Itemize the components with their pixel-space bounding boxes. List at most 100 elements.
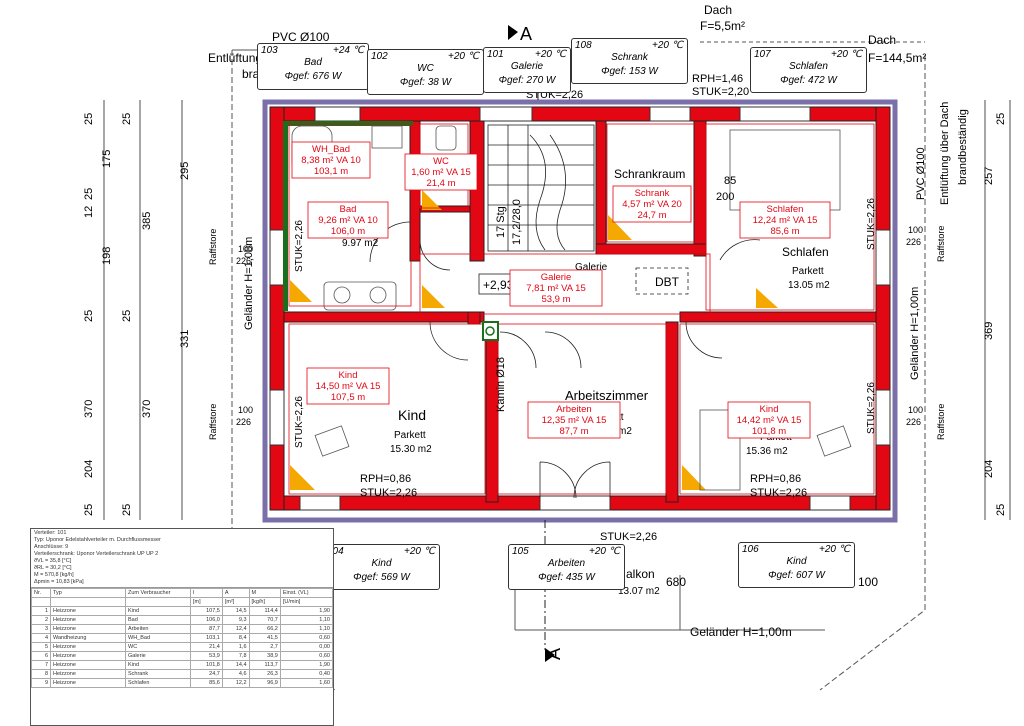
chimney-flue [485, 326, 495, 336]
section-marker-bottom: A [544, 648, 564, 660]
right-vent-1: Entlüftung über Dach [939, 102, 951, 205]
svg-text:25: 25 [83, 188, 95, 200]
dimension-lines [103, 100, 1011, 520]
annotation-l2: 24,7 m [637, 210, 666, 221]
svg-text:198: 198 [101, 247, 113, 265]
right-pvc: PVC Ø100 [915, 147, 927, 200]
table-cell: 1,10 [279, 624, 334, 634]
rph-right: RPH=0,86 [750, 473, 801, 485]
kamin-label: Kamin Ø18 [495, 357, 507, 412]
table-cell: 53,9 [190, 651, 223, 661]
window-w-4: 100 [908, 405, 923, 415]
table-cell: 1,10 [279, 615, 334, 625]
table-cell: Heizzone [50, 651, 126, 661]
table-cell: 24,7 [190, 669, 223, 679]
annotation-l1: 1,60 m² VA 15 [411, 167, 471, 178]
svg-text:295: 295 [179, 162, 191, 180]
annotation-title: Kind [759, 404, 778, 415]
num-200: 200 [716, 191, 734, 203]
table-cell: 4,6 [221, 669, 250, 679]
stairs-ratio: 17,2/28,0 [511, 199, 523, 245]
raffstore-left-2: Raffstore [208, 404, 218, 440]
distributor-header: Verteiler: 101 Typ: Uponor Edelstahlvert… [31, 529, 333, 588]
window-h-2: 226 [236, 417, 251, 427]
table-cell: 14,4 [221, 660, 250, 670]
table-cell: 7 [31, 660, 51, 670]
room-schlafen-floor: Parkett [792, 266, 824, 277]
galerie-label: Galerie [575, 262, 608, 273]
table-cell: 12,2 [221, 678, 250, 688]
vent-left-2: bra [242, 67, 260, 81]
rph-left: RPH=0,86 [360, 473, 411, 485]
annotation-l2: 21,4 m [426, 178, 455, 189]
table-cell: 26,3 [248, 669, 281, 679]
wall-heating-left [283, 121, 288, 311]
distributor-table-grid: Nr. Typ Zum Verbraucher l A M Einst. (VL… [31, 588, 334, 688]
table-header-row: Nr. Typ Zum Verbraucher l A M Einst. (VL… [31, 588, 334, 598]
window-h-4: 226 [906, 417, 921, 427]
svg-text:25: 25 [83, 113, 95, 125]
window-w-1: 100 [238, 244, 253, 254]
table-cell: 3 [31, 624, 51, 634]
table-cell: 12,4 [221, 624, 250, 634]
table-cell: Heizzone [50, 660, 126, 670]
table-cell: 0,60 [279, 651, 334, 661]
svg-text:25: 25 [121, 504, 133, 516]
svg-text:204: 204 [983, 460, 995, 478]
table-cell: 2 [31, 615, 51, 625]
window-h-3: 226 [906, 237, 921, 247]
table-cell: 1,6 [221, 642, 250, 652]
svg-text:204: 204 [83, 460, 95, 478]
door-swings [369, 221, 761, 499]
table-cell: Kind [125, 606, 191, 616]
table-cell: 70,7 [248, 615, 281, 625]
table-cell: 9,3 [221, 615, 250, 625]
table-cell: 106,0 [190, 615, 223, 625]
svg-text:175: 175 [101, 150, 113, 168]
room-arbeitszimmer-area: m2 [618, 426, 632, 437]
svg-text:370: 370 [83, 400, 95, 418]
stuk-top: STUK=2,20 [692, 86, 749, 98]
table-cell: Heizzone [50, 642, 126, 652]
annotation-title: Kind [338, 370, 357, 381]
annotation-l2: 103,1 m [314, 166, 348, 177]
right-vent-2: brandbeständig [957, 109, 969, 185]
railing-left: Geländer H=1,00m [243, 237, 255, 330]
annotation-title: Schlafen [767, 204, 804, 215]
stuk-bad: STUK=2,26 [294, 220, 305, 272]
room-schlafen-area: 13.05 m2 [788, 280, 830, 291]
table-cell: Schlafen [125, 678, 191, 688]
svg-text:25: 25 [121, 310, 133, 322]
stuk-left: STUK=2,26 [360, 487, 417, 499]
table-cell: Heizzone [50, 624, 126, 634]
table-cell: 0,60 [279, 633, 334, 643]
annotation-l2: 87,7 m [559, 426, 588, 437]
svg-text:257: 257 [983, 167, 995, 185]
table-cell: 66,2 [248, 624, 281, 634]
table-cell: 9 [31, 678, 51, 688]
table-cell: Wandheizung [50, 633, 126, 643]
table-units-row: [m][m²][kg/h][U/min] [31, 597, 334, 607]
table-cell: 0,40 [279, 669, 334, 679]
svg-text:331: 331 [179, 330, 191, 348]
room-kind-left-floor: Parkett [394, 430, 426, 441]
annotation-l1: 4,57 m² VA 20 [622, 199, 682, 210]
dim-100: 100 [858, 575, 878, 589]
annotation-l1: 7,81 m² VA 15 [526, 283, 586, 294]
annotation-title: WC [433, 156, 449, 167]
annotation-l1: 14,42 m² VA 15 [737, 415, 802, 426]
svg-text:370: 370 [141, 400, 153, 418]
